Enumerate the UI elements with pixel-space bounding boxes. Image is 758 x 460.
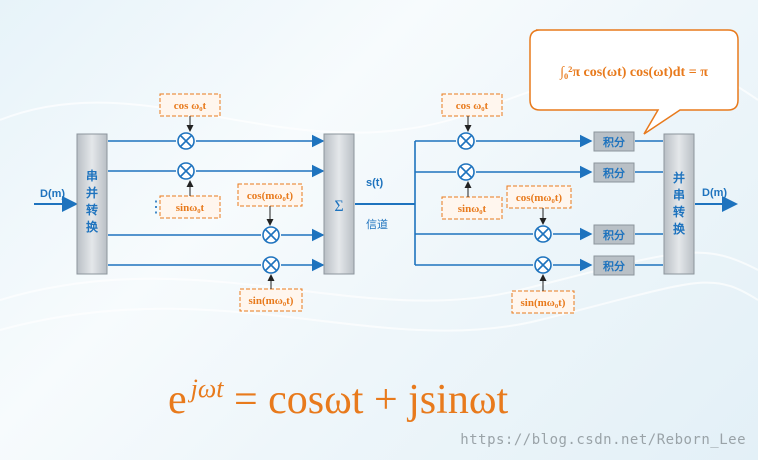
- formula-base: e: [168, 377, 187, 423]
- tx-carrier-4: sin(mω₀t): [249, 295, 294, 307]
- input-label: D(m): [40, 188, 65, 200]
- rx-carrier-box-1: [441, 93, 503, 117]
- integrator-3: 积分: [593, 224, 635, 245]
- tx-carrier-3: cos(mω₀t): [247, 190, 293, 202]
- rx-carrier-1: cos ω₀t: [456, 100, 489, 112]
- rx-carrier-box-2: [441, 196, 503, 220]
- summation-box: [323, 133, 355, 275]
- serial-parallel-converter: [76, 133, 108, 275]
- formula-rhs: = cosωt + jsinωt: [233, 377, 509, 423]
- tx-multiplier-1: [177, 132, 195, 150]
- sum-symbol: Σ: [334, 198, 343, 215]
- sp-char-2: 并: [86, 185, 98, 200]
- rx-carrier-box-3: [506, 185, 572, 209]
- watermark: https://blog.csdn.net/Reborn_Lee: [460, 432, 746, 448]
- sp-char-4: 换: [86, 219, 99, 234]
- rx-multiplier-4: [534, 256, 552, 274]
- rx-branches: [414, 134, 663, 272]
- sp-char-3: 转: [86, 202, 98, 217]
- callout-bubble: [529, 29, 739, 135]
- tx-carrier-1: cos ω₀t: [174, 100, 207, 112]
- formula-exponent: jωt: [190, 374, 224, 403]
- signal-label: s(t): [366, 177, 383, 189]
- tx-multiplier-3: [262, 226, 280, 244]
- rx-carrier-2: sinω₀t: [458, 203, 487, 215]
- tx-branches: [108, 134, 325, 272]
- integrator-4-label: 积分: [603, 259, 625, 273]
- tx-carrier-2: sinω₀t: [176, 202, 205, 214]
- sp-char-1: 串: [86, 168, 98, 183]
- integrator-1: 积分: [593, 131, 635, 152]
- callout-formula: ∫₀²π cos(ωt) cos(ωt)dt = π: [559, 65, 708, 80]
- ps-char-2: 串: [673, 187, 685, 202]
- integrator-2: 积分: [593, 162, 635, 183]
- ps-char-1: 并: [673, 170, 685, 185]
- rx-carrier-3: cos(mω₀t): [516, 192, 562, 204]
- parallel-serial-converter: [663, 133, 695, 275]
- rx-multiplier-1: [457, 132, 475, 150]
- channel-label: 信道: [366, 217, 388, 231]
- tx-multiplier-4: [262, 256, 280, 274]
- ps-char-3: 转: [673, 204, 685, 219]
- tx-multiplier-2: [177, 162, 195, 180]
- ps-char-4: 换: [673, 221, 686, 236]
- rx-carrier-4: sin(mω₀t): [521, 297, 566, 309]
- rx-multiplier-3: [534, 225, 552, 243]
- integrator-4: 积分: [593, 255, 635, 276]
- rx-multiplier-2: [457, 163, 475, 181]
- integrator-1-label: 积分: [603, 135, 625, 149]
- output-label: D(m): [702, 187, 727, 199]
- integrator-2-label: 积分: [603, 166, 625, 180]
- integrator-3-label: 积分: [603, 228, 625, 242]
